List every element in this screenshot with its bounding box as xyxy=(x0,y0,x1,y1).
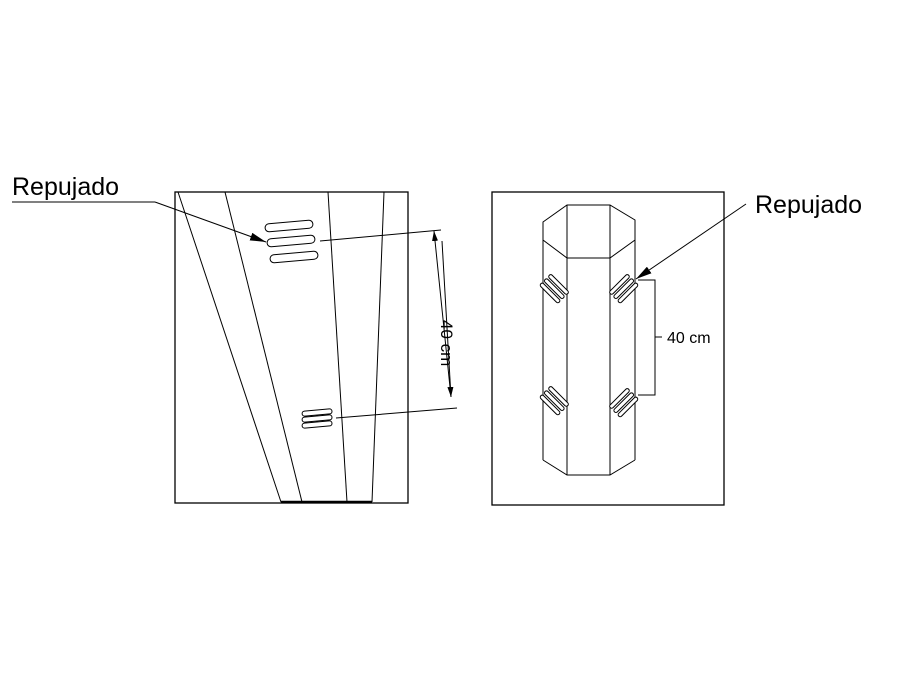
dimension-line-left xyxy=(319,229,458,419)
embossed-slots-column xyxy=(539,274,639,418)
dimension-label-left: 40 cm xyxy=(437,320,456,366)
pipe-edges xyxy=(177,191,385,504)
left-view-panel: 40 cm Repujado xyxy=(12,173,458,504)
dimension-bracket-right xyxy=(638,279,662,396)
callout-left xyxy=(12,201,267,243)
dimension-label-right: 40 cm xyxy=(667,330,711,347)
callout-label-left: Repujado xyxy=(12,173,119,201)
callout-arrow-right xyxy=(635,203,747,280)
embossed-slots-top xyxy=(264,219,319,264)
right-view-frame xyxy=(491,191,725,506)
callout-label-right: Repujado xyxy=(755,191,862,219)
right-view-panel: 40 cm Repujado xyxy=(491,191,862,506)
octagonal-column xyxy=(542,204,636,476)
embossed-slots-bottom xyxy=(301,408,333,429)
